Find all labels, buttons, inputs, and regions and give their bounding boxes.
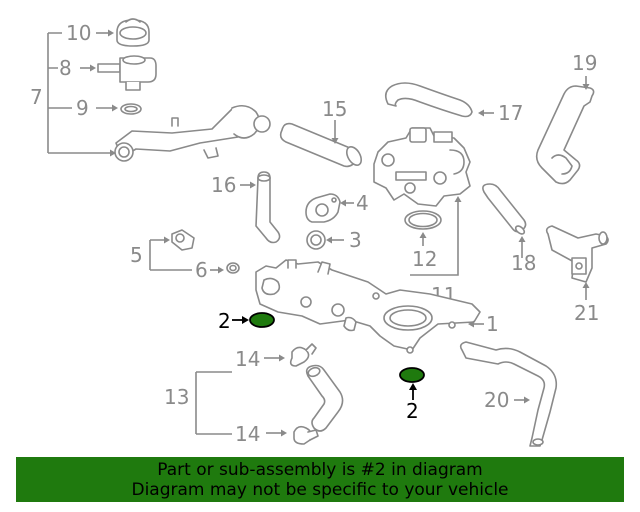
callout-10: 10 [66, 21, 91, 45]
callout-1: 1 [486, 312, 499, 336]
callout-4: 4 [356, 191, 369, 215]
callout-19: 19 [572, 51, 597, 75]
callout-18: 18 [511, 251, 536, 275]
part-7-inlet-pipe [114, 104, 271, 162]
callout-21: 21 [574, 301, 599, 325]
banner-line-2: Diagram may not be specific to your vehi… [131, 480, 509, 500]
part-3-thermostat: 3 [306, 228, 362, 252]
part-14-clamp-lower [293, 425, 319, 445]
callout-5: 5 [130, 243, 143, 267]
part-17-hose: 17 [384, 82, 523, 125]
part-6-washer [226, 262, 240, 274]
info-banner: Part or sub-assembly is #2 in diagram Di… [16, 457, 624, 502]
part-10-cap [116, 18, 150, 47]
part-9-oring [120, 103, 142, 115]
part-20-pipe: 20 [459, 341, 558, 447]
callout-group-7: 7 10 8 9 [30, 21, 118, 157]
part-15-hose: 15 [279, 97, 363, 168]
callout-14-upper: 14 [235, 347, 260, 371]
callout-13: 13 [164, 385, 189, 409]
part-8-valve [97, 55, 157, 91]
part-4-flange: 4 [305, 191, 369, 223]
callout-3: 3 [349, 228, 362, 252]
callout-2-upper: 2 [218, 309, 231, 333]
part-5-sensor [171, 229, 195, 251]
callout-8: 8 [59, 56, 72, 80]
callout-20: 20 [484, 388, 509, 412]
callout-2-lower: 2 [406, 399, 419, 423]
part-16-hose: 16 [211, 171, 281, 244]
callout-group-5: 5 6 [130, 236, 224, 282]
callout-7: 7 [30, 85, 43, 109]
part-1-water-outlet: 1 [255, 259, 499, 354]
part-12-gasket: 12 [404, 210, 442, 271]
part-18-hose: 18 [482, 183, 536, 275]
callout-14-lower: 14 [235, 422, 260, 446]
callout-15: 15 [322, 97, 347, 121]
part-11-housing [373, 127, 471, 207]
part-19-pipe: 19 [535, 51, 597, 185]
part-14-clamp-upper [289, 343, 317, 367]
banner-line-1: Part or sub-assembly is #2 in diagram [157, 460, 483, 480]
callout-9: 9 [76, 96, 89, 120]
callout-12: 12 [412, 247, 437, 271]
callout-16: 16 [211, 173, 236, 197]
callout-17: 17 [498, 101, 523, 125]
part-2-oring-lower: 2 [399, 367, 425, 423]
part-21-pipe-bracket: 21 [545, 225, 609, 325]
part-2-oring-upper: 2 [218, 309, 275, 333]
part-13-hose [305, 364, 344, 432]
callout-group-13: 13 14 14 [164, 347, 287, 446]
callout-6: 6 [195, 258, 208, 282]
